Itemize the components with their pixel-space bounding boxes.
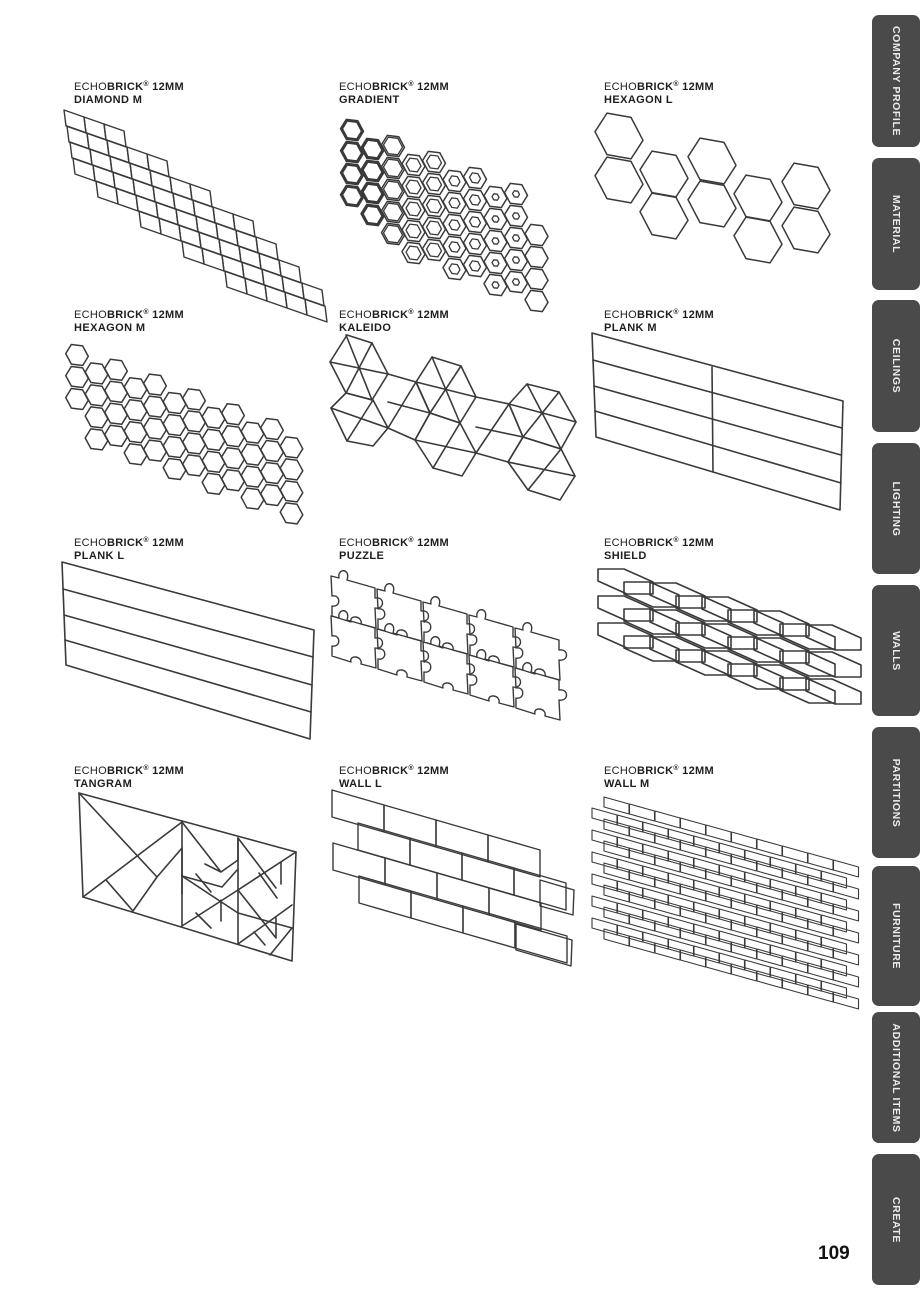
tab-partitions[interactable]: PARTITIONS — [872, 727, 920, 858]
tab-furniture[interactable]: FURNITURE — [872, 866, 920, 1006]
tab-company-profile[interactable]: COMPANY PROFILE — [872, 15, 920, 147]
product-brand-line: ECHOBRICK® 12MM — [74, 81, 184, 93]
product-brand-line: ECHOBRICK® 12MM — [339, 537, 449, 549]
product-name: PLANK M — [604, 322, 657, 334]
plank-m-pattern-icon — [591, 332, 844, 511]
product-brand-line: ECHOBRICK® 12MM — [604, 309, 714, 321]
product-brand-line: ECHOBRICK® 12MM — [339, 309, 449, 321]
product-name: SHIELD — [604, 550, 647, 562]
product-name: KALEIDO — [339, 322, 392, 334]
wall-m-pattern-icon — [591, 796, 860, 1010]
tab-walls[interactable]: WALLS — [872, 585, 920, 716]
gradient-pattern-icon — [339, 118, 549, 313]
product-brand-line: ECHOBRICK® 12MM — [604, 81, 714, 93]
puzzle-pattern-icon — [330, 570, 568, 721]
product-name: DIAMOND M — [74, 94, 143, 106]
tangram-pattern-icon — [78, 792, 297, 962]
kaleido-pattern-icon — [329, 334, 577, 501]
product-name: HEXAGON L — [604, 94, 673, 106]
plank-l-pattern-icon — [61, 561, 315, 740]
hexagon-l-pattern-icon — [594, 112, 831, 264]
hexagon-m-pattern-icon — [64, 343, 304, 525]
tab-material[interactable]: MATERIAL — [872, 158, 920, 290]
tab-ceilings[interactable]: CEILINGS — [872, 300, 920, 432]
product-name: WALL L — [339, 778, 383, 790]
product-name: WALL M — [604, 778, 650, 790]
product-brand-line: ECHOBRICK® 12MM — [74, 765, 184, 777]
product-brand-line: ECHOBRICK® 12MM — [604, 765, 714, 777]
product-name: HEXAGON M — [74, 322, 146, 334]
product-name: GRADIENT — [339, 94, 400, 106]
product-name: PUZZLE — [339, 550, 385, 562]
tab-create[interactable]: CREATE — [872, 1154, 920, 1285]
tab-lighting[interactable]: LIGHTING — [872, 443, 920, 574]
product-brand-line: ECHOBRICK® 12MM — [74, 309, 184, 321]
product-brand-line: ECHOBRICK® 12MM — [604, 537, 714, 549]
tab-additional-items[interactable]: ADDITIONAL ITEMS — [872, 1012, 920, 1143]
product-brand-line: ECHOBRICK® 12MM — [339, 81, 449, 93]
product-brand-line: ECHOBRICK® 12MM — [74, 537, 184, 549]
product-name: PLANK L — [74, 550, 125, 562]
product-name: TANGRAM — [74, 778, 133, 790]
page-number: 109 — [818, 1243, 850, 1264]
diamond-m-pattern-icon — [63, 109, 328, 323]
wall-l-pattern-icon — [331, 789, 575, 967]
product-brand-line: ECHOBRICK® 12MM — [339, 765, 449, 777]
shield-pattern-icon — [597, 568, 862, 705]
